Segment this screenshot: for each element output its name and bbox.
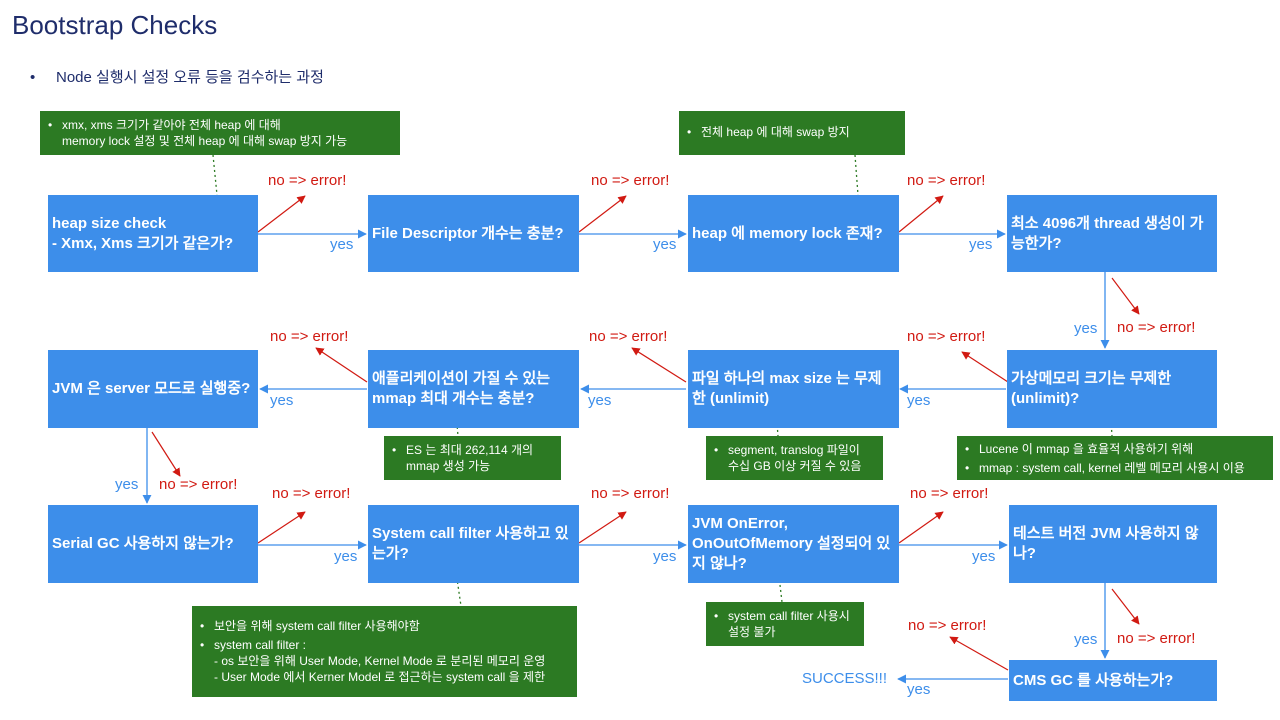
yes-label: yes xyxy=(972,548,996,565)
note-swap: 전체 heap 에 대해 swap 방지 xyxy=(679,111,905,155)
memory-lock-label: heap 에 memory lock 존재? xyxy=(692,224,883,242)
note-lucene: Lucene 이 mmap 을 효율적 사용하기 위해 mmap : syste… xyxy=(957,436,1273,480)
virtual-memory-label: 가상메모리 크기는 무제한 (unlimit)? xyxy=(1011,370,1172,407)
serial-gc-box: Serial GC 사용하지 않는가? xyxy=(48,505,258,583)
error-label: no => error! xyxy=(907,172,986,189)
note-lucene-item-2: mmap : system call, kernel 레벨 메모리 사용시 이용 xyxy=(965,460,1265,476)
note-es-mmap-item: ES 는 최대 262,114 개의 mmap 생성 가능 xyxy=(392,442,553,474)
file-descriptor-label: File Descriptor 개수는 충분? xyxy=(372,224,564,242)
yes-label: yes xyxy=(653,548,677,565)
thread-check-box: 최소 4096개 thread 생성이 가능한가? xyxy=(1007,195,1217,272)
heap-size-check-label: heap size check - Xmx, Xms 크기가 같은가? xyxy=(52,214,234,252)
error-arrows xyxy=(151,195,1140,671)
test-jvm-label: 테스트 버전 JVM 사용하지 않나? xyxy=(1013,525,1199,562)
jvm-server-box: JVM 은 server 모드로 실행중? xyxy=(48,350,258,428)
note-syscall-warn-item: system call filter 사용시 설정 불가 xyxy=(714,608,856,640)
intro-bullet: • Node 실행시 설정 오류 등을 검수하는 과정 xyxy=(30,66,324,87)
error-label: no => error! xyxy=(268,172,347,189)
error-label: no => error! xyxy=(1117,319,1196,336)
thread-check-label: 최소 4096개 thread 생성이 가능한가? xyxy=(1011,214,1204,252)
note-security: 보안을 위해 system call filter 사용해야함 system c… xyxy=(192,606,577,697)
yes-label: yes xyxy=(907,681,931,698)
jvm-server-label: JVM 은 server 모드로 실행중? xyxy=(52,380,251,397)
mmap-box: 애플리케이션이 가질 수 있는 mmap 최대 개수는 충분? xyxy=(368,350,579,428)
error-label: no => error! xyxy=(589,328,668,345)
serial-gc-label: Serial GC 사용하지 않는가? xyxy=(52,535,234,552)
test-jvm-box: 테스트 버전 JVM 사용하지 않나? xyxy=(1009,505,1217,583)
error-label: no => error! xyxy=(270,328,349,345)
yes-label: yes xyxy=(270,392,294,409)
note-security-item-2: system call filter : - os 보안을 위해 User Mo… xyxy=(200,637,569,685)
max-file-size-label: 파일 하나의 max size 는 무제한 (unlimit) xyxy=(692,370,882,407)
error-label: no => error! xyxy=(159,476,238,493)
yes-arrows xyxy=(142,229,1110,684)
note-syscall-warn: system call filter 사용시 설정 불가 xyxy=(706,602,864,646)
error-label: no => error! xyxy=(1117,630,1196,647)
onerror-box: JVM OnError, OnOutOfMemory 설정되어 있지 않나? xyxy=(688,505,899,583)
memory-lock-box: heap 에 memory lock 존재? xyxy=(688,195,899,272)
note-segment-item: segment, translog 파일이 수십 GB 이상 커질 수 있음 xyxy=(714,442,875,474)
error-label: no => error! xyxy=(908,617,987,634)
yes-label: yes xyxy=(653,236,677,253)
yes-label: yes xyxy=(1074,631,1098,648)
max-file-size-box: 파일 하나의 max size 는 무제한 (unlimit) xyxy=(688,350,899,428)
heap-size-check-box: heap size check - Xmx, Xms 크기가 같은가? xyxy=(48,195,258,272)
cms-gc-box: CMS GC 를 사용하는가? xyxy=(1009,660,1217,701)
note-connectors xyxy=(212,154,1113,607)
success-label: SUCCESS!!! xyxy=(802,670,888,687)
note-es-mmap: ES 는 최대 262,114 개의 mmap 생성 가능 xyxy=(384,436,561,480)
syscall-filter-label: System call filter 사용하고 있는가? xyxy=(372,525,569,562)
error-label: no => error! xyxy=(591,485,670,502)
error-label: no => error! xyxy=(591,172,670,189)
mmap-label: 애플리케이션이 가질 수 있는 mmap 최대 개수는 충분? xyxy=(372,370,551,407)
intro-text: Node 실행시 설정 오류 등을 검수하는 과정 xyxy=(56,69,324,86)
note-security-item-1: 보안을 위해 system call filter 사용해야함 xyxy=(200,618,569,634)
note-swap-item: 전체 heap 에 대해 swap 방지 xyxy=(687,124,897,140)
bullet-dot: • xyxy=(30,69,36,86)
syscall-filter-box: System call filter 사용하고 있는가? xyxy=(368,505,579,583)
note-segment: segment, translog 파일이 수십 GB 이상 커질 수 있음 xyxy=(706,436,883,480)
yes-label: yes xyxy=(115,476,139,493)
yes-label: yes xyxy=(330,236,354,253)
yes-label: yes xyxy=(969,236,993,253)
error-label: no => error! xyxy=(272,485,351,502)
yes-label: yes xyxy=(1074,320,1098,337)
note-lucene-item-1: Lucene 이 mmap 을 효율적 사용하기 위해 xyxy=(965,441,1265,457)
note-heap-item: xmx, xms 크기가 같아야 전체 heap 에 대해 memory loc… xyxy=(48,117,392,149)
yes-label: yes xyxy=(588,392,612,409)
virtual-memory-box: 가상메모리 크기는 무제한 (unlimit)? xyxy=(1007,350,1217,428)
yes-label: yes xyxy=(907,392,931,409)
page-title: Bootstrap Checks xyxy=(12,10,218,40)
file-descriptor-box: File Descriptor 개수는 충분? xyxy=(368,195,579,272)
cms-gc-label: CMS GC 를 사용하는가? xyxy=(1013,671,1174,689)
note-heap: xmx, xms 크기가 같아야 전체 heap 에 대해 memory loc… xyxy=(40,111,400,155)
error-label: no => error! xyxy=(910,485,989,502)
yes-label: yes xyxy=(334,548,358,565)
onerror-label: JVM OnError, OnOutOfMemory 설정되어 있지 않나? xyxy=(692,515,891,572)
error-label: no => error! xyxy=(907,328,986,345)
